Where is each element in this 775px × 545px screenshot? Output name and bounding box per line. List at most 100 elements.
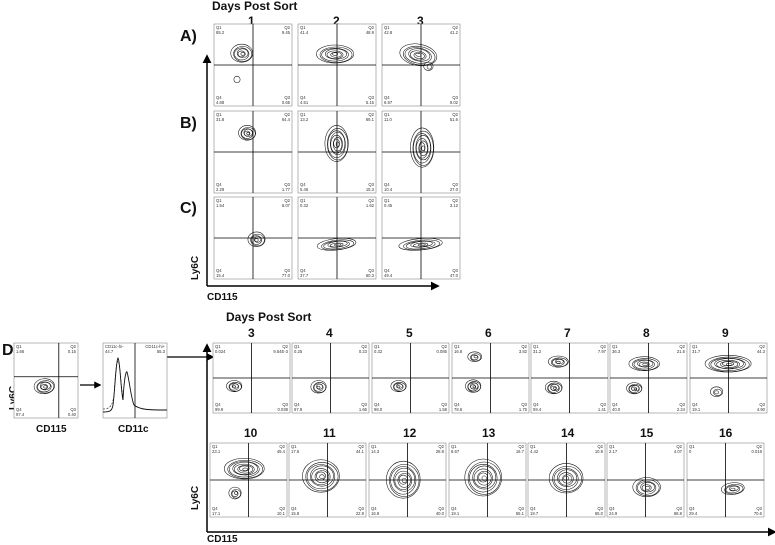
quadrant-label: Q2: [284, 25, 290, 30]
contour-line: [555, 359, 564, 365]
quadrant-label: Q2: [361, 344, 367, 349]
contour-line: [233, 46, 253, 62]
bottom-header: Days Post Sort: [226, 310, 312, 324]
quadrant-value: 28.8: [436, 449, 445, 454]
contour-line: [238, 125, 256, 141]
top-header: Days Post Sort: [212, 0, 298, 13]
contour-line: [396, 385, 401, 389]
quadrant-value: 0.65: [282, 100, 291, 105]
quadrant-value: 6.97: [384, 100, 393, 105]
contour-line: [553, 386, 557, 390]
quadrant-label: Q1: [530, 444, 536, 449]
quadrant-value: 31.2: [533, 349, 542, 354]
quadrant-value: 1.75: [519, 407, 528, 412]
quadrant-label: Q3: [452, 268, 458, 273]
contour-line: [465, 379, 482, 393]
quadrant-label: Q3: [676, 506, 682, 511]
quadrant-label: Q2: [368, 25, 374, 30]
quadrant-value: 17.6: [291, 449, 300, 454]
contour-line: [556, 360, 561, 364]
quadrant-value: 0.40: [68, 412, 77, 417]
quadrant-label: Q4: [530, 506, 536, 511]
row-label-c: C): [180, 200, 197, 217]
quadrant-label: Q2: [676, 444, 682, 449]
contour-line: [40, 384, 49, 390]
contour-line: [544, 380, 563, 395]
quadrant-value: 13.2: [300, 117, 309, 122]
quadrant-value: 51.6: [450, 117, 459, 122]
contour-line: [631, 386, 638, 392]
contour-line: [316, 44, 355, 64]
quadrant-label: Q4: [212, 506, 218, 511]
contour-line: [231, 489, 241, 499]
contour-line: [43, 385, 48, 389]
quadrant-label: Q3: [521, 402, 527, 407]
quadrant-value: 77.0: [282, 273, 291, 278]
contour-line: [477, 470, 492, 486]
contour-line: [415, 135, 431, 161]
quadrant-value: 85.2: [216, 30, 225, 35]
contour-line: [467, 381, 481, 393]
contour-line: [725, 485, 741, 494]
contour-line: [416, 138, 429, 159]
contour-line: [467, 351, 482, 362]
contour-line: [404, 47, 432, 64]
quadrant-value: 97.4: [16, 412, 25, 417]
quadrant-value: 42.8: [384, 30, 393, 35]
contour-line: [642, 362, 649, 366]
quadrant-value: 4.07: [674, 449, 683, 454]
contour-line: [228, 486, 242, 500]
quadrant-value: 24.9: [609, 511, 618, 516]
contour-line: [243, 128, 253, 137]
contour-line: [547, 382, 563, 394]
contour-line: [552, 358, 565, 366]
quadrant-label: Q1: [451, 444, 457, 449]
contour-line: [470, 354, 479, 361]
contour-line: [233, 463, 255, 475]
contour-line: [633, 387, 637, 391]
quadrant-label: Q3: [759, 402, 765, 407]
contour-line: [329, 242, 344, 248]
quadrant-label: Q4: [371, 506, 377, 511]
contour-line: [36, 380, 55, 394]
contour-line: [403, 45, 436, 66]
contour-line: [637, 359, 654, 368]
quadrant-value: 0.024: [215, 349, 226, 354]
quadrant-label: Q3: [70, 407, 76, 412]
contour-line: [467, 461, 501, 495]
quadrant-label: Q4: [216, 182, 222, 187]
quadrant-value: 59.4: [533, 407, 542, 412]
quadrant-value: 0.45: [384, 203, 393, 208]
quadrant-label: Q4: [533, 402, 539, 407]
quadrant-value: 2.17: [609, 449, 618, 454]
quadrant-label: Q2: [521, 344, 527, 349]
quadrant-label: Q4: [612, 402, 618, 407]
quadrant-value: 3.82: [519, 349, 528, 354]
contour-line: [254, 238, 259, 242]
quadrant-value: 49.4: [384, 273, 393, 278]
quadrant-value: 16.8: [454, 349, 463, 354]
contour-line: [398, 474, 408, 485]
quadrant-value: 17.1: [212, 511, 221, 516]
gate-label: CD11c-hi+: [145, 344, 165, 349]
quadrant-value: 9.45: [282, 30, 291, 35]
contour-line: [403, 239, 441, 251]
quadrant-value: 41.4: [300, 30, 309, 35]
quadrant-value: 0.25: [294, 349, 303, 354]
contour-line: [232, 461, 259, 476]
contour-line: [231, 490, 239, 497]
contour-line: [250, 233, 265, 247]
quadrant-value: 4.42: [530, 449, 539, 454]
quadrant-label: Q4: [384, 268, 390, 273]
quadrant-value: 27.0: [450, 187, 459, 192]
contour-line: [241, 128, 254, 139]
quadrant-value: 0.038: [278, 407, 289, 412]
